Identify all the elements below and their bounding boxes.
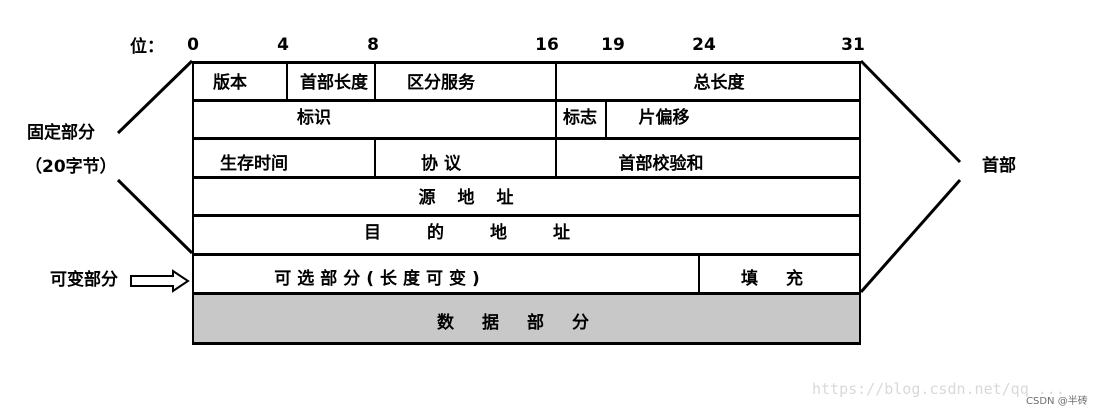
bit-tick-4: 4 [277,35,289,55]
row-line-bottom [192,342,861,345]
watermark-csdn: CSDN @半砖 [1026,396,1088,407]
field-checksum: 首部校验和 [618,154,704,174]
label-fixed-size: （20字节） [25,157,117,177]
field-fragment-offset: 片偏移 [638,108,690,128]
left-bracket-top-line [116,59,194,135]
field-ttl: 生存时间 [220,154,288,174]
right-bracket-top-line [859,59,962,164]
divider-ttl [374,139,376,177]
divider-options [698,255,700,293]
field-destination-address: 目的地址 [364,223,616,243]
bit-axis-label: 位： [130,37,164,57]
bit-tick-19: 19 [601,35,625,55]
label-fixed-part: 固定部分 [27,123,95,143]
field-source-address: 源地址 [418,188,536,208]
row-line-6 [192,292,861,295]
divider-protocol [555,139,557,177]
row-line-4 [192,214,861,217]
bit-tick-16: 16 [535,35,559,55]
field-flags: 标志 [563,108,597,128]
bit-tick-8: 8 [367,35,379,55]
bit-tick-0: 0 [187,35,199,55]
divider-flags [605,100,607,138]
divider-identification [555,100,557,138]
divider-version [286,62,288,100]
row-line-5 [192,253,861,256]
field-data: 数据部分 [437,313,617,333]
field-protocol: 协 议 [421,154,461,174]
field-identification: 标识 [297,108,331,128]
table-border-right [859,61,861,345]
watermark-url: https://blog.csdn.net/qq_... [812,380,1065,398]
field-options: 可选部分(长度可变) [274,269,486,289]
label-variable-part: 可变部分 [50,270,118,290]
label-header: 首部 [982,156,1016,176]
row-line-2 [192,137,861,140]
field-service: 区分服务 [407,73,475,93]
field-version: 版本 [213,73,247,93]
row-line-1 [192,99,861,102]
field-header-length: 首部长度 [300,73,368,93]
divider-header-length [374,62,376,100]
row-line-top [192,61,861,64]
field-padding: 填充 [741,269,831,289]
field-total-length: 总长度 [693,73,745,93]
right-bracket-bottom-line [859,179,962,293]
data-section-background [192,293,861,343]
row-line-3 [192,176,861,179]
divider-service [555,62,557,100]
table-border-left [192,61,194,345]
bit-tick-24: 24 [692,35,716,55]
bit-tick-31: 31 [841,35,865,55]
variable-part-arrow-icon [130,269,190,293]
left-bracket-bottom-line [116,178,194,255]
